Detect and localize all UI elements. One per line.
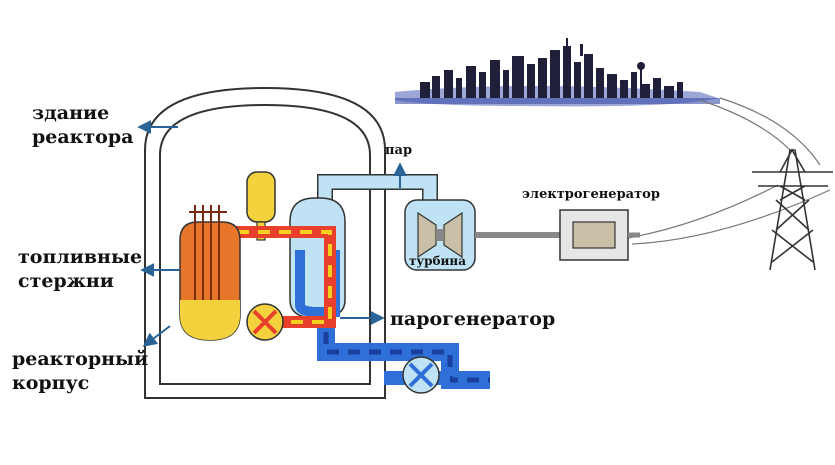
building-label-line1: здание [32, 102, 110, 124]
turbine-label: турбина [409, 254, 466, 268]
turbine-housing [404, 199, 476, 271]
fuel-rods-label: топливные стержни [18, 245, 142, 293]
vessel-label-line2: корпус [12, 372, 90, 394]
fuel-rods-label-line1: топливные [18, 246, 143, 268]
vessel-label: реакторный корпус [12, 347, 148, 395]
steam-label: пар [385, 143, 413, 158]
fuel-rods [189, 205, 227, 300]
building-label-line2: реактора [32, 126, 134, 148]
primary-pump [246, 303, 284, 341]
city-skyline [395, 38, 720, 107]
generator-label: электрогенератор [522, 187, 660, 202]
feedwater-pump [402, 356, 440, 394]
hot-loop [195, 226, 336, 328]
label-arrows [137, 120, 407, 347]
steam-generator-label: парогенератор [390, 308, 556, 330]
transmission-tower [752, 148, 833, 271]
building-label: здание реактора [32, 101, 133, 149]
vessel-label-line1: реакторный [12, 348, 149, 370]
fuel-rods-label-line2: стержни [18, 270, 114, 292]
electric-generator [559, 209, 640, 261]
steam-generator-vessel [289, 197, 346, 319]
steam-pipe [317, 174, 438, 205]
